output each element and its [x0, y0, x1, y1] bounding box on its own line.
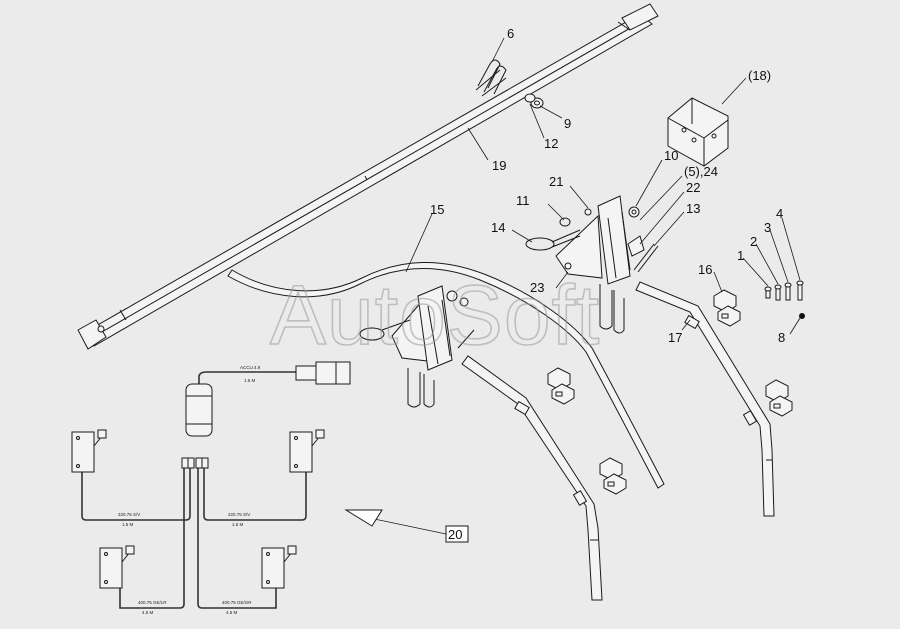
watermark: AutoSoft [270, 268, 600, 362]
pin-14 [525, 229, 581, 251]
right-upper-length: 1.5 M [232, 522, 244, 527]
callout-15: 15 [430, 202, 444, 217]
callout-16: 16 [698, 262, 712, 277]
left-lower-spec: 400.75 GE/LR [138, 600, 167, 605]
callout-20: 20 [448, 527, 462, 542]
callout-2: 2 [750, 234, 757, 249]
upper-bracket-assembly [555, 195, 659, 334]
right-upper-spec: 220.75 S/V [228, 512, 250, 517]
arm-lower [461, 355, 603, 601]
callout-10: 10 [664, 148, 678, 163]
callout-23: 23 [530, 280, 544, 295]
callout-8: 8 [778, 330, 785, 345]
callout-5-24: (5),24 [684, 164, 718, 179]
lower-bracket-assembly [359, 285, 475, 408]
callout-17: 17 [668, 330, 682, 345]
left-upper-length: 1.5 M [122, 522, 134, 527]
connector-length: 1.5 M [244, 378, 256, 383]
callout-13: 13 [686, 201, 700, 216]
bracket-18 [667, 97, 729, 167]
wiring-arrow [344, 509, 469, 543]
callout-14: 14 [491, 220, 505, 235]
callout-9: 9 [564, 116, 571, 131]
callout-3: 3 [764, 220, 771, 235]
callout-4: 4 [776, 206, 783, 221]
main-bar [77, 3, 659, 350]
callout-18: (18) [748, 68, 771, 83]
callout-19: 19 [492, 158, 506, 173]
washer-12 [524, 93, 536, 103]
callout-22: 22 [686, 180, 700, 195]
right-lower-spec: 400.75 GE/GR [222, 600, 252, 605]
callout-1: 1 [737, 248, 744, 263]
callout-6: 6 [507, 26, 514, 41]
u-bolt [475, 59, 507, 97]
callout-21: 21 [549, 174, 563, 189]
clamp-blocks [547, 289, 793, 495]
callout-12: 12 [544, 136, 558, 151]
screws [764, 280, 805, 319]
callouts: 6 9 12 19 (18) 10 (5),24 22 13 21 11 14 … [430, 26, 785, 542]
connector-spec: ACCU.4.9 [240, 365, 261, 370]
leader-lines [405, 37, 801, 335]
callout-11: 11 [516, 193, 530, 208]
right-lower-length: 4.5 M [226, 610, 238, 615]
ring-11 [559, 217, 571, 227]
left-upper-spec: 220.75 S/V [118, 512, 140, 517]
left-lower-length: 4.5 M [142, 610, 154, 615]
arm-17 [635, 281, 775, 517]
wiring-diagram: ACCU.4.9 1.5 M 220.75 S/V 1.5 M 220.75 S… [71, 361, 351, 615]
hose-15 [227, 262, 665, 489]
